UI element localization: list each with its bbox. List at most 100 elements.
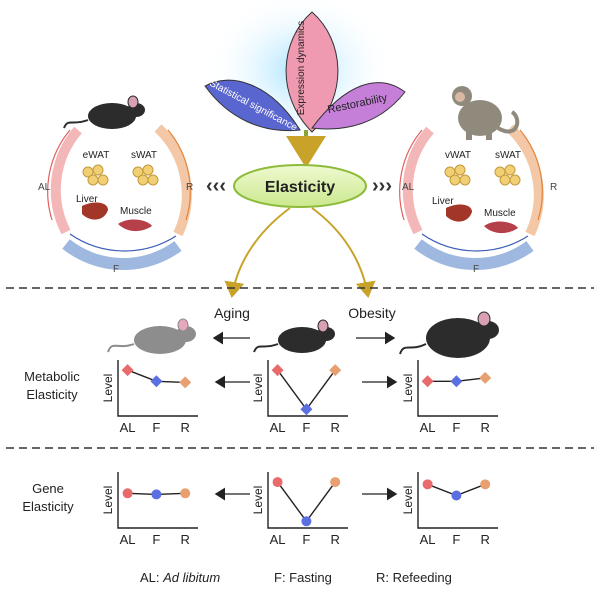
chart-axes xyxy=(267,472,348,529)
arc-f-right xyxy=(414,239,534,271)
legend-r: R: Refeeding xyxy=(376,570,452,585)
monkey-arc-label-al: AL xyxy=(402,182,415,193)
fat-cluster-vwat-icon xyxy=(444,164,471,186)
chart-x-tick-f: F xyxy=(152,420,160,435)
chart-point-al xyxy=(422,479,433,490)
inner-arc-bottom-right xyxy=(421,233,529,252)
monkey-tissue-muscle: Muscle xyxy=(484,208,516,219)
chevrons-right: ››› xyxy=(372,175,392,197)
monkey-tissue-vwat: vWAT xyxy=(445,150,471,161)
monkey-tissue-swat: sWAT xyxy=(495,150,521,161)
mouse-aging-icon xyxy=(107,318,196,354)
chart-point-f xyxy=(301,516,312,527)
arc-al xyxy=(50,126,82,235)
chart-x-tick-r: R xyxy=(181,420,190,435)
chart-y-axis-label: Level xyxy=(401,486,415,515)
fat-cluster-swat-icon xyxy=(132,164,159,186)
chart-x-tick-al: AL xyxy=(120,532,136,547)
chart-point-al xyxy=(122,488,133,499)
branch-arrow-obesity xyxy=(311,207,376,298)
chart-y-axis-label: Level xyxy=(251,374,265,403)
chart-y-axis-label: Level xyxy=(251,486,265,515)
arc-r-right xyxy=(506,124,544,237)
chart-point-r xyxy=(330,477,341,488)
branch-label-aging: Aging xyxy=(214,305,250,321)
chart-x-tick-r: R xyxy=(331,532,340,547)
chart-x-tick-r: R xyxy=(481,420,490,435)
chart-point-al xyxy=(121,364,134,377)
chart-point-f xyxy=(151,489,162,500)
chart-point-r xyxy=(179,376,192,389)
mouse-arc-label-al: AL xyxy=(38,182,51,193)
chart-x-tick-al: AL xyxy=(120,420,136,435)
branch-arrow-aging xyxy=(224,207,291,298)
row-label-gene-1: Gene xyxy=(32,481,64,496)
branch-label-obesity: Obesity xyxy=(348,305,395,321)
chart-point-r xyxy=(329,364,342,377)
chart-x-tick-r: R xyxy=(331,420,340,435)
mouse-obesity-icon xyxy=(399,311,499,358)
chart-axes xyxy=(267,360,348,417)
row-label-gene-2: Elasticity xyxy=(22,499,74,514)
mouse-tissue-liver: Liver xyxy=(76,194,98,205)
petal-restorability xyxy=(311,82,406,130)
elasticity-ellipse xyxy=(233,164,367,208)
chart-point-f xyxy=(451,490,462,501)
muscle-right-icon xyxy=(484,221,518,234)
chart-point-f xyxy=(150,375,163,388)
chart-point-al xyxy=(272,477,283,488)
inner-arc-right-right xyxy=(519,129,543,221)
chart-x-tick-f: F xyxy=(302,532,310,547)
fat-cluster-swat-right-icon xyxy=(494,164,521,186)
chart-point-f xyxy=(450,375,463,388)
legend-al: AL: Ad libitum xyxy=(140,570,220,585)
chart-x-tick-al: AL xyxy=(270,420,286,435)
legend-f: F: Fasting xyxy=(274,570,332,585)
muscle-icon xyxy=(118,219,152,232)
liver-right-icon xyxy=(446,204,472,222)
inner-arc-left-right xyxy=(399,129,423,221)
petal-expression-dynamics xyxy=(285,11,339,133)
petal-statistical-significance xyxy=(204,79,301,132)
chart-x-tick-r: R xyxy=(181,532,190,547)
chart-point-r xyxy=(180,488,191,499)
mouse-tissue-muscle: Muscle xyxy=(120,206,152,217)
chart-axes xyxy=(117,360,198,417)
chart-point-f xyxy=(300,403,313,416)
chart-x-tick-al: AL xyxy=(420,420,436,435)
monkey-icon xyxy=(452,86,520,140)
chevrons-left: ‹‹‹ xyxy=(206,175,226,197)
chart-point-r xyxy=(479,371,492,384)
chart-series-line xyxy=(277,481,336,523)
chart-x-tick-f: F xyxy=(302,420,310,435)
mouse-icon xyxy=(63,95,145,129)
chart-x-tick-f: F xyxy=(152,532,160,547)
chart-x-tick-f: F xyxy=(452,532,460,547)
row-label-metabolic-1: Metabolic xyxy=(24,369,80,384)
elasticity-label: Elasticity xyxy=(265,179,335,196)
chart-axes xyxy=(117,472,198,529)
mouse-arc-label-f: F xyxy=(113,264,119,275)
mouse-arc-label-r: R xyxy=(186,182,193,193)
chart-point-al xyxy=(271,364,284,377)
mouse-tissue-swat: sWAT xyxy=(131,150,157,161)
arc-al-right xyxy=(402,126,434,235)
chart-x-tick-f: F xyxy=(452,420,460,435)
monkey-arc-label-f: F xyxy=(473,264,479,275)
inner-arc-left xyxy=(47,129,71,221)
chart-y-axis-label: Level xyxy=(401,374,415,403)
inner-arc-bottom xyxy=(69,233,177,252)
chart-axes xyxy=(417,360,498,417)
monkey-arc-label-r: R xyxy=(550,182,557,193)
monkey-panel: AL R F vWAT sWAT Liver Muscle xyxy=(399,86,557,275)
chart-axes xyxy=(417,472,498,529)
fat-cluster-ewat-icon xyxy=(82,164,109,186)
